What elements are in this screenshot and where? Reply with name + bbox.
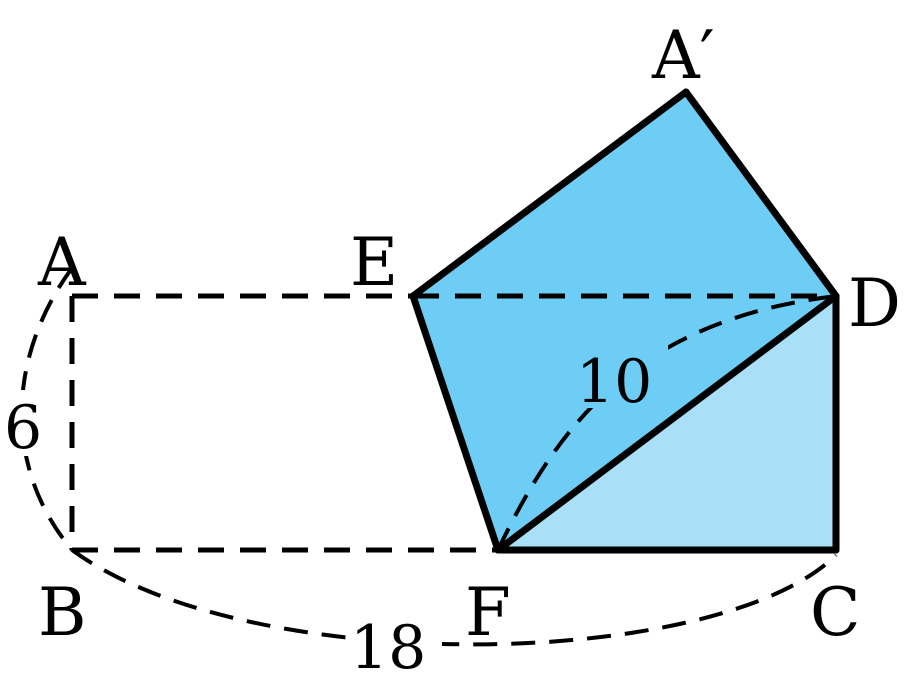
label-point-f: F — [465, 574, 511, 651]
dimension-arc-bc — [70, 548, 838, 647]
label-backing-ab — [2, 390, 48, 456]
label-point-c: C — [810, 574, 861, 651]
label-point-a: A — [37, 224, 87, 301]
label-dimension-ab: 6 — [4, 393, 42, 463]
label-dimension-fd: 10 — [576, 347, 652, 417]
label-point-b: B — [38, 574, 87, 651]
label-point-a-prime: A′ — [651, 17, 715, 94]
folded-quad-fill — [413, 92, 836, 550]
edge-e-aprime — [409, 88, 690, 300]
label-point-e: E — [350, 224, 398, 301]
label-backing-bc — [350, 608, 442, 678]
label-dimension-bc: 18 — [350, 613, 426, 683]
edge-fd — [494, 292, 840, 554]
label-backing-fd — [576, 342, 668, 408]
edge-ef — [409, 292, 502, 554]
label-point-d: D — [848, 265, 901, 342]
edge-aprime-d — [682, 88, 840, 300]
